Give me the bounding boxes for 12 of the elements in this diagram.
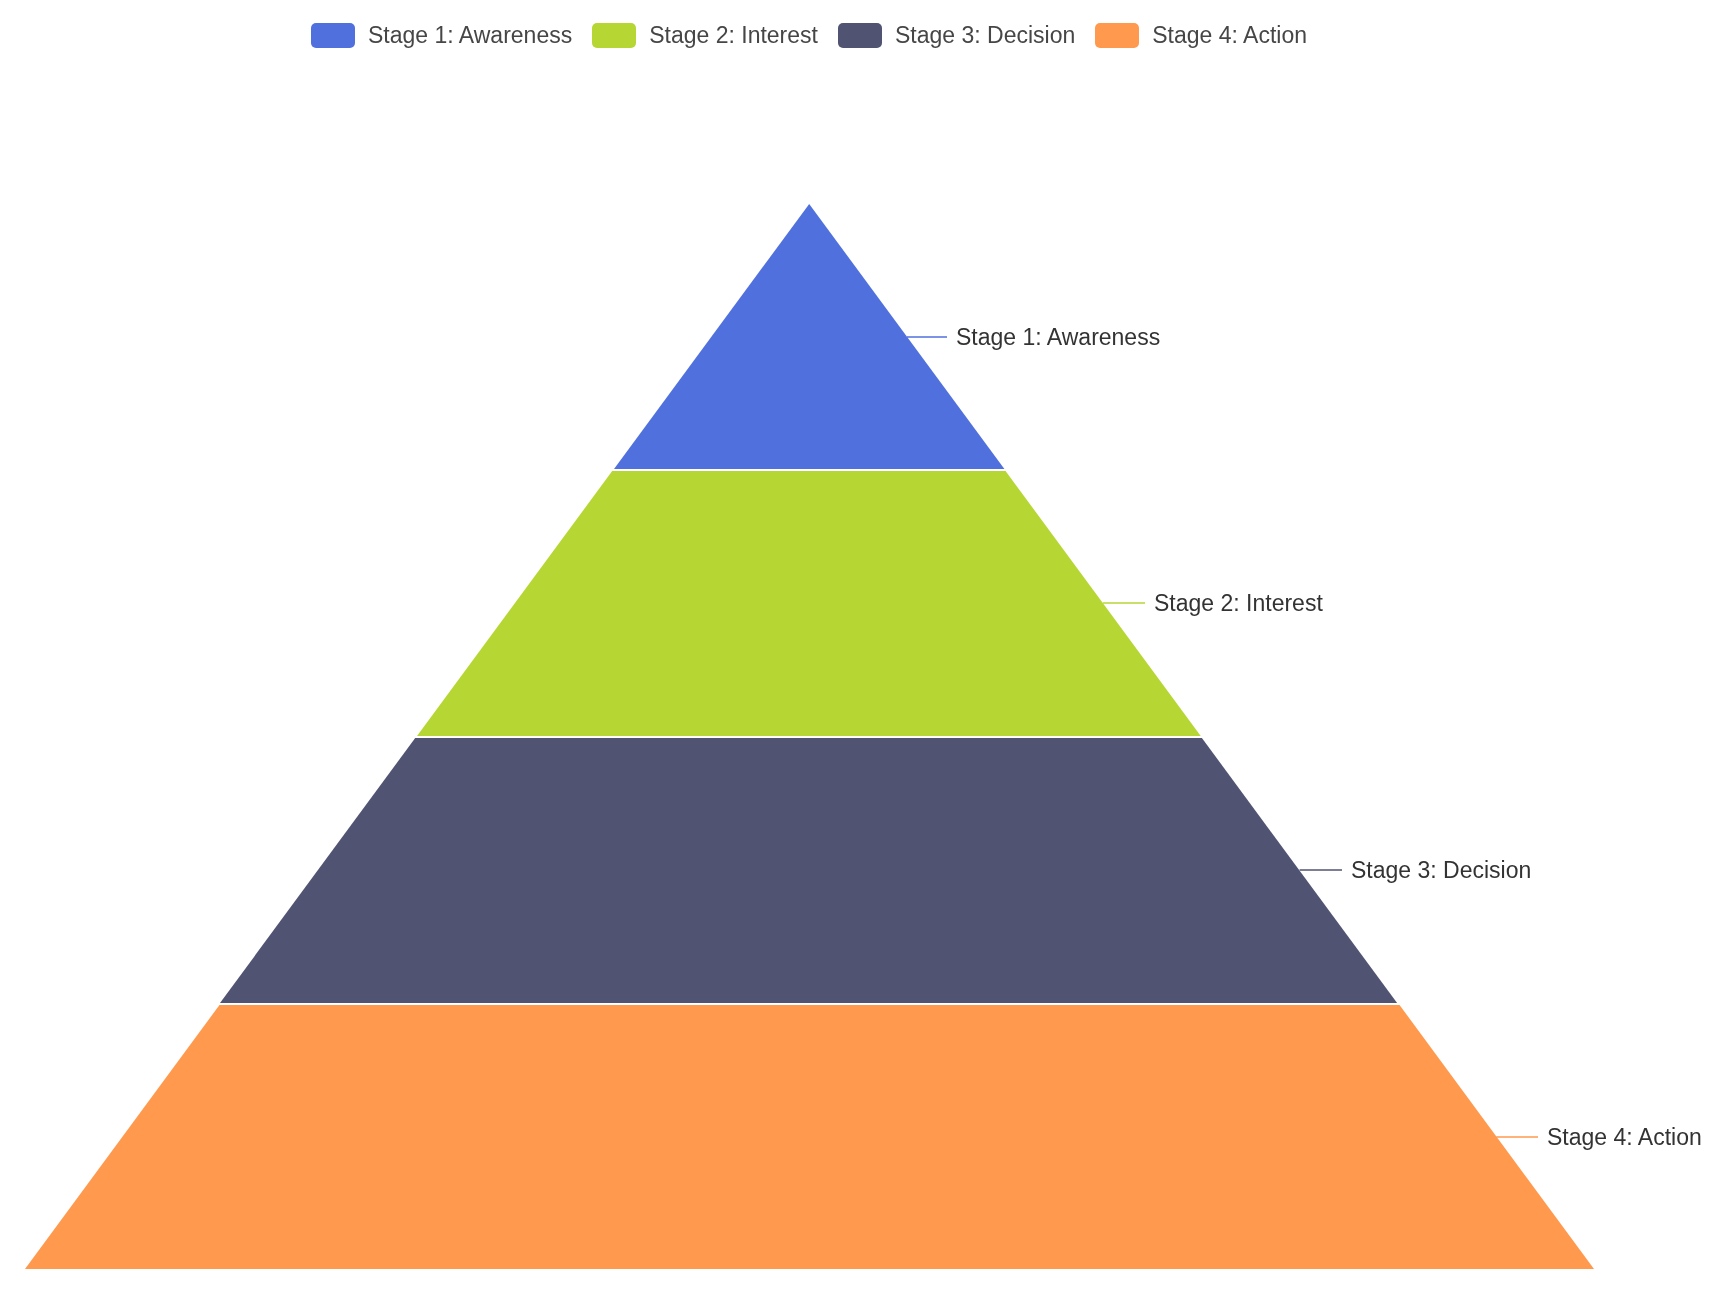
leader-line xyxy=(906,336,948,338)
stage-label: Stage 3: Decision xyxy=(1342,857,1532,883)
stage-label: Stage 1: Awareness xyxy=(947,324,1161,350)
legend-label: Stage 4: Action xyxy=(1152,22,1307,48)
leader-line xyxy=(1102,602,1146,604)
leader-line xyxy=(1298,869,1343,871)
stage-label: Stage 4: Action xyxy=(1538,1124,1702,1150)
stage-label: Stage 2: Interest xyxy=(1145,590,1323,616)
legend-label: Stage 2: Interest xyxy=(649,22,818,48)
legend-label: Stage 1: Awareness xyxy=(368,22,573,48)
leader-line xyxy=(1495,1136,1539,1138)
legend-label: Stage 3: Decision xyxy=(894,22,1076,48)
